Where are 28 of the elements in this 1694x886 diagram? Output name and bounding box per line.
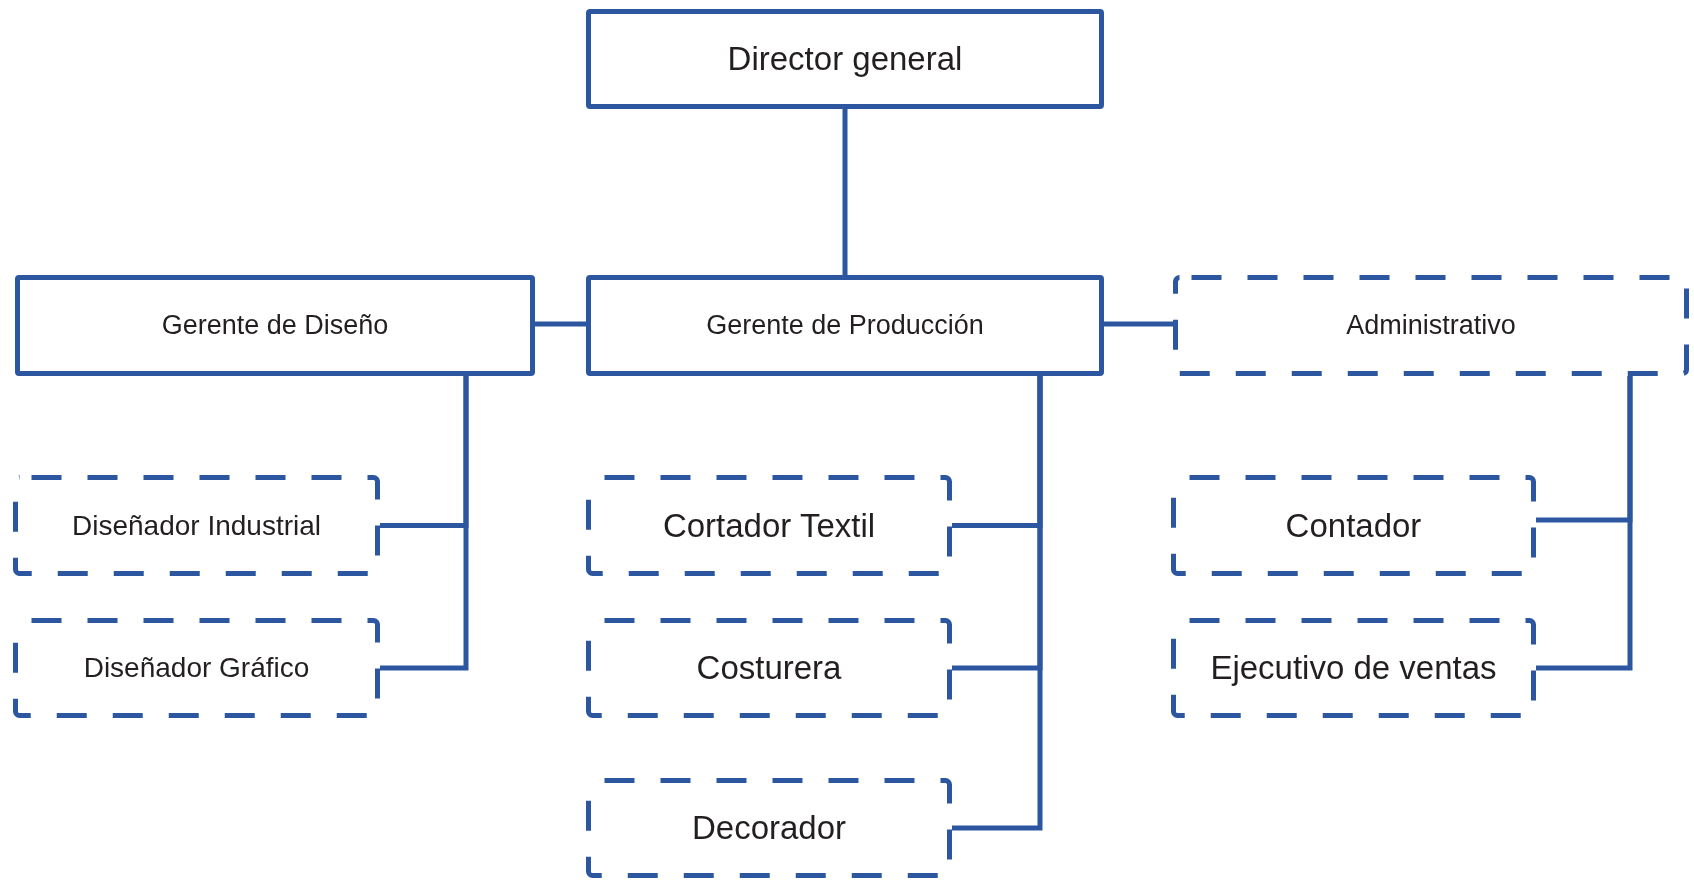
role-title: Administrativo xyxy=(1346,310,1516,341)
role-title: Diseñador Gráfico xyxy=(83,652,310,684)
role-box xyxy=(586,9,1104,109)
connector-line xyxy=(842,109,848,275)
role-box xyxy=(13,475,380,576)
connector-line xyxy=(952,376,1043,831)
connector-line xyxy=(380,376,469,671)
role-title: Costurera xyxy=(696,649,842,687)
role-title: Contador xyxy=(1285,506,1422,545)
role-box xyxy=(586,275,1104,376)
connector-line xyxy=(1536,376,1633,671)
role-box xyxy=(1173,275,1689,376)
role-title: Gerente de Diseño xyxy=(161,310,389,341)
role-title: Gerente de Producción xyxy=(706,310,984,341)
role-box xyxy=(1171,475,1536,576)
role-title: Diseñador Industrial xyxy=(72,509,321,542)
role-box xyxy=(1171,618,1536,718)
role-title: Ejecutivo de ventas xyxy=(1210,649,1497,687)
role-title: Director general xyxy=(727,40,963,78)
role-box xyxy=(15,275,535,376)
role-box xyxy=(13,618,380,718)
connector-line xyxy=(1104,321,1173,327)
role-box xyxy=(586,618,952,718)
role-box xyxy=(586,778,952,878)
connector-line xyxy=(535,321,586,327)
role-title: Cortador Textil xyxy=(662,506,876,545)
role-title: Decorador xyxy=(691,809,847,847)
role-box xyxy=(586,475,952,576)
